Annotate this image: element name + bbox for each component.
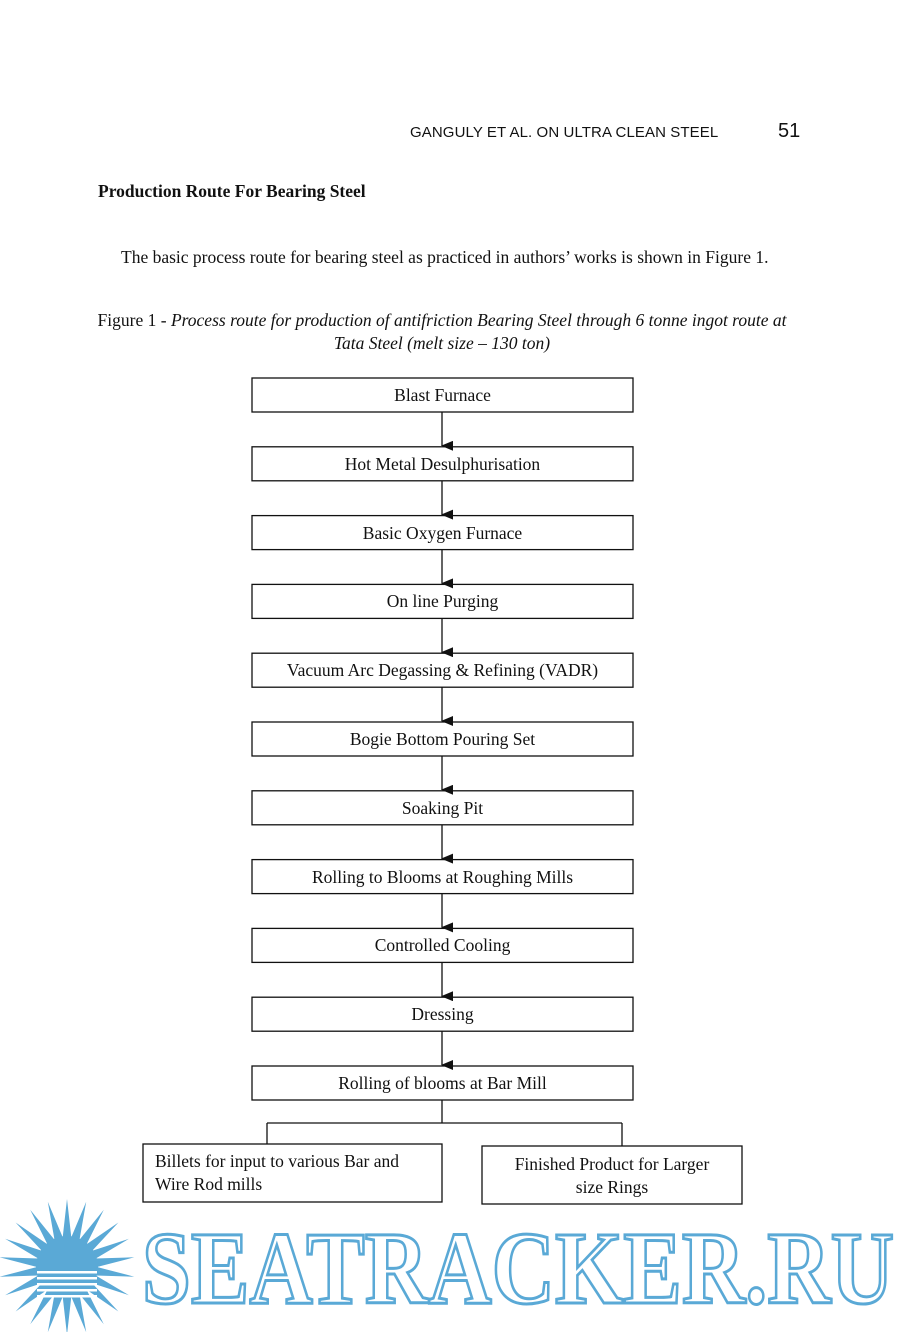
step-label: Vacuum Arc Degassing & Refining (VADR) [286,660,599,681]
figure-caption: Figure 1 - Process route for production … [95,309,789,355]
step-label: Basic Oxygen Furnace [362,522,523,543]
output-rings-line2: size Rings [575,1177,649,1197]
output-rings-line1: Finished Product for Larger [514,1154,710,1174]
running-head: GANGULY ET AL. ON ULTRA CLEAN STEEL [410,124,719,141]
figure-caption-label: Figure 1 - [97,310,171,330]
step-label: Hot Metal Desulphurisation [344,453,541,474]
output-box-billets [142,1143,443,1203]
output-box-rings [481,1145,743,1205]
output-billets-line1: Billets for input to various Bar and [155,1151,399,1171]
step-label: Bogie Bottom Pouring Set [349,729,536,749]
step-label: Rolling to Blooms at Roughing Mills [311,866,574,887]
watermark-logo: SEATRACKER.RU [0,1199,896,1332]
step-label: Dressing [411,1004,474,1025]
figure-caption-text: Process route for production of antifric… [170,310,787,353]
page-number: 51 [778,120,801,142]
step-label: On line Purging [386,591,499,612]
step-label: Blast Furnace [394,385,491,405]
section-heading: Production Route For Bearing Steel [98,181,366,201]
output-billets-text: Billets for input to various Bar and Wir… [155,1150,399,1195]
step-label: Controlled Cooling [374,935,511,956]
sun-icon [0,1199,135,1332]
output-rings-text: Finished Product for Larger size Rings [482,1153,742,1199]
intro-paragraph: The basic process route for bearing stee… [121,247,769,267]
step-label: Soaking Pit [401,797,484,818]
watermark-text: SEATRACKER.RU [142,1211,894,1326]
step-label: Rolling of blooms at Bar Mill [338,1073,547,1093]
output-billets-line2: Wire Rod mills [155,1173,263,1194]
